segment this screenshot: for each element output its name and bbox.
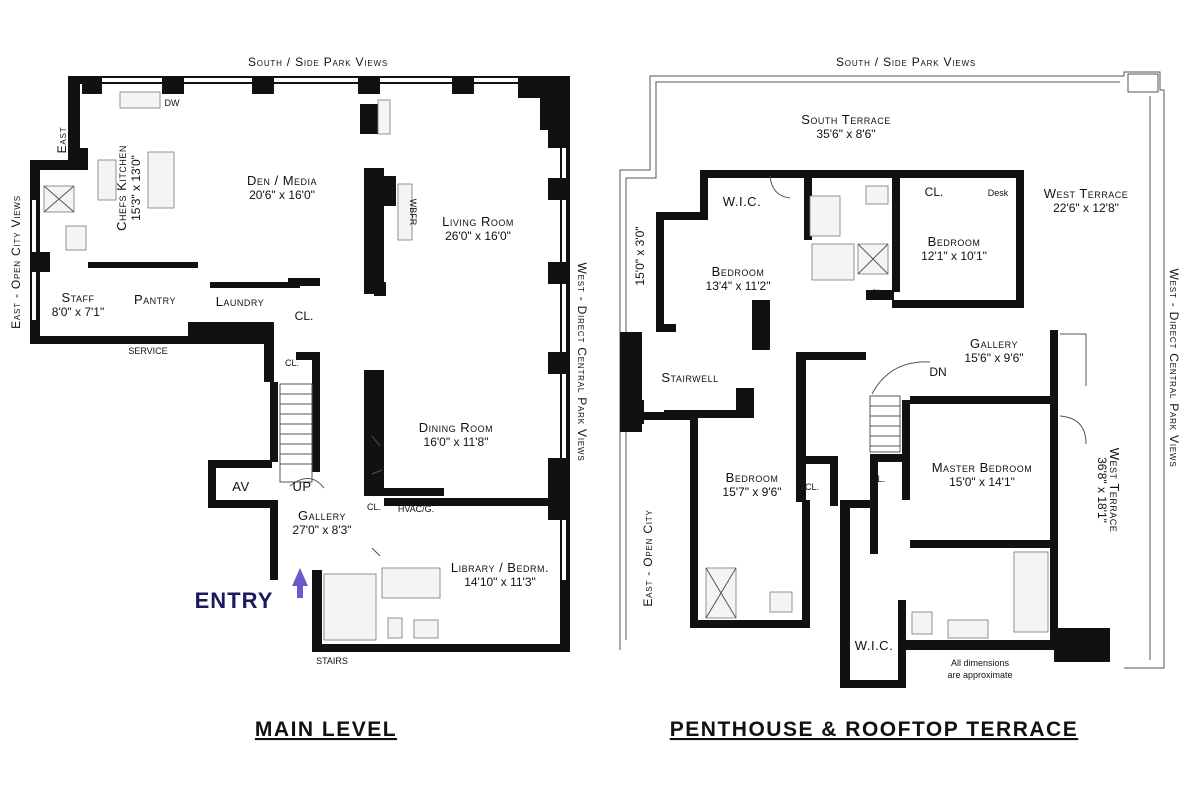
staff-name: Staff: [62, 290, 95, 305]
living-dim: 26'0" x 16'0": [445, 229, 511, 243]
wd-label: WD: [207, 326, 222, 336]
penthouse-fixtures: [705, 175, 1087, 639]
main-cl-2: CL.: [369, 264, 383, 274]
main-cl-5: CL.: [365, 408, 379, 418]
bed3-name: Bedroom: [726, 470, 779, 485]
penthouse-title: PENTHOUSE & ROOFTOP TERRACE: [670, 718, 1078, 741]
master-dim: 15'0" x 14'1": [949, 475, 1015, 489]
note-line1: All dimensions: [951, 658, 1010, 668]
bed1-dim: 13'4" x 11'2": [706, 279, 771, 293]
bed2-dim: 12'1" x 10'1": [921, 249, 987, 263]
staff-dim: 8'0" x 7'1": [52, 305, 104, 319]
ph-cl-1: CL.: [925, 185, 944, 199]
west-terrace-dim: 22'6" x 12'8": [1053, 201, 1119, 215]
library-name: Library / Bedrm.: [451, 560, 549, 575]
bed1-name: Bedroom: [712, 264, 765, 279]
up-label: UP: [292, 479, 311, 494]
main-cl-6: CL.: [367, 502, 381, 512]
ph-cl-4: CL.: [871, 474, 885, 484]
east-terrace-dim: 15'0" x 3'0": [633, 226, 647, 285]
ph-wic-2: W.I.C.: [855, 638, 893, 653]
library-dim: 14'10" x 11'3": [464, 575, 536, 589]
gallery-dim: 27'0" x 8'3": [292, 523, 351, 537]
dining-dim: 16'0" x 11'8": [424, 435, 489, 449]
ph-wic-1: W.I.C.: [723, 194, 761, 209]
ph-cl-2: CL.: [871, 288, 885, 298]
ph-gallery-name: Gallery: [970, 336, 1018, 351]
living-name: Living Room: [442, 214, 514, 229]
den-name: Den / Media: [247, 173, 317, 188]
south-terrace-name: South Terrace: [801, 112, 891, 127]
dining-name: Dining Room: [419, 420, 493, 435]
entry-label: ENTRY: [195, 588, 274, 613]
den-dim: 20'6" x 16'0": [249, 188, 315, 202]
main-view-top: South / Side Park Views: [248, 55, 388, 69]
main-stair-treads: [280, 393, 312, 465]
ph-view-left: East - Open City: [641, 509, 655, 606]
main-cl-4: CL.: [285, 358, 299, 368]
west-terrace2-name: West Terrace: [1107, 448, 1122, 533]
main-walls: [30, 76, 570, 652]
bed2-name: Bedroom: [928, 234, 981, 249]
hvac-g-label: HVAC/G.: [398, 504, 434, 514]
main-cl-3: CL.: [295, 309, 314, 323]
master-name: Master Bedroom: [932, 460, 1033, 475]
service-label: SERVICE: [128, 346, 167, 356]
main-view-left: East - Open City Views: [9, 195, 23, 329]
main-fixtures: [43, 91, 441, 641]
south-terrace-dim: 35'6" x 8'6": [816, 127, 875, 141]
main-cl-1: CL.: [371, 180, 385, 190]
laundry-label: Laundry: [216, 294, 265, 309]
stairwell-label: Stairwell: [661, 370, 718, 385]
dw-label: DW: [165, 98, 180, 108]
penthouse-stair-treads: [870, 405, 900, 447]
stairs-label: STAIRS: [316, 656, 348, 666]
west-terrace2-dim: 36'8" x 18'1": [1095, 457, 1109, 523]
main-view-right: West - Direct Central Park Views: [575, 263, 589, 462]
kitchen-name: Chefs Kitchen: [114, 145, 129, 231]
kitchen-dim: 15'3" x 13'0": [129, 155, 143, 221]
west-terrace-name: West Terrace: [1044, 186, 1129, 201]
main-view-east-small: East: [55, 127, 69, 154]
wbfr-label: WBFR: [408, 199, 418, 226]
entry-arrow-icon: [292, 568, 308, 598]
bed3-dim: 15'7" x 9'6": [722, 485, 781, 499]
ph-desk: Desk: [988, 188, 1009, 198]
penthouse-walls: [620, 170, 1110, 688]
ph-view-right: West - Direct Central Park Views: [1167, 269, 1181, 468]
gallery-name: Gallery: [298, 508, 346, 523]
pantry-label: Pantry: [134, 292, 176, 307]
ph-view-top: South / Side Park Views: [836, 55, 976, 69]
ph-gallery-dim: 15'6" x 9'6": [964, 351, 1023, 365]
hvac-label: HVAC: [234, 326, 259, 336]
note-line2: are approximate: [947, 670, 1012, 680]
main-level-title: MAIN LEVEL: [255, 718, 397, 741]
ph-cl-3: CL.: [805, 482, 819, 492]
penthouse-plan: South / Side Park Views East - Open City…: [619, 55, 1181, 741]
ph-dn: DN: [929, 365, 946, 379]
main-level-plan: South / Side Park Views East East - Open…: [9, 55, 589, 741]
av-label: AV: [232, 479, 249, 494]
